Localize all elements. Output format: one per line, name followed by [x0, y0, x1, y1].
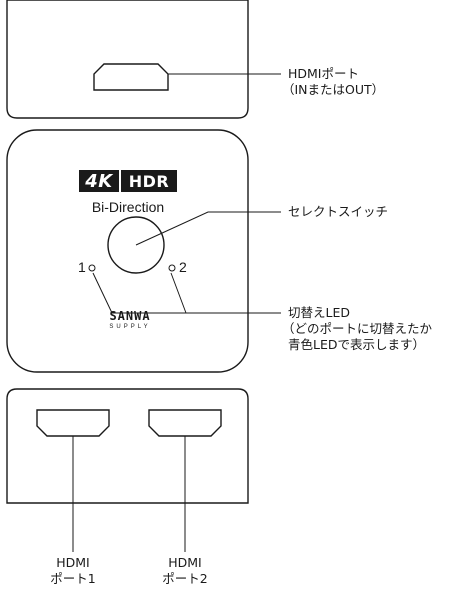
hdmi-port-label-line2: （INまたはOUT） [282, 82, 385, 97]
brand-logo: SANWA [109, 309, 151, 323]
led-2-leader-line [170, 272, 187, 314]
led-label: 切替えLED （どのポートに切替えたか 青色LEDで表示します） [282, 305, 432, 353]
select-switch-leader-line [135, 211, 281, 246]
brand-sub-logo: SUPPLY [109, 324, 151, 330]
bi-direction-text: Bi-Direction [91, 199, 165, 215]
led-label-line3: 青色LEDで表示します） [288, 337, 425, 352]
hdmi-port-label-line1: HDMIポート [288, 66, 359, 81]
hdmi-port-2-shape [148, 409, 222, 437]
front-view [6, 129, 281, 373]
hdmi-port-1-label-line1: HDMI [56, 555, 90, 570]
badge-hdr: HDR [121, 170, 177, 192]
select-switch-button [107, 216, 165, 274]
hdmi-port-label: HDMIポート （INまたはOUT） [282, 66, 384, 98]
port-number-2: 2 [179, 259, 187, 275]
front-view-body [6, 129, 249, 373]
hdmi-port-1-shape [36, 409, 110, 437]
hdmi-port-2-label-line1: HDMI [168, 555, 202, 570]
hdmi-port-2-label-line2: ポート2 [162, 571, 208, 586]
led-2-icon [168, 264, 176, 272]
top-view [6, 0, 281, 119]
led-label-line1: 切替えLED [288, 305, 350, 320]
select-switch-label: セレクトスイッチ [288, 204, 389, 219]
hdmi-port-1-label-line2: ポート1 [50, 571, 96, 586]
port-number-1: 1 [78, 259, 86, 275]
bottom-view-body [6, 388, 249, 504]
top-view-body [6, 0, 249, 119]
hdmi-port-shape [93, 63, 169, 91]
led-1-icon [88, 264, 96, 272]
hdmi-port-1-label: HDMI ポート1 [38, 555, 108, 587]
led-label-line2: （どのポートに切替えたか [282, 321, 433, 336]
hdmi-port-2-label: HDMI ポート2 [150, 555, 220, 587]
bottom-view [6, 388, 249, 552]
badge-4k: 4K [79, 170, 119, 192]
led-1-leader-line [92, 272, 281, 314]
